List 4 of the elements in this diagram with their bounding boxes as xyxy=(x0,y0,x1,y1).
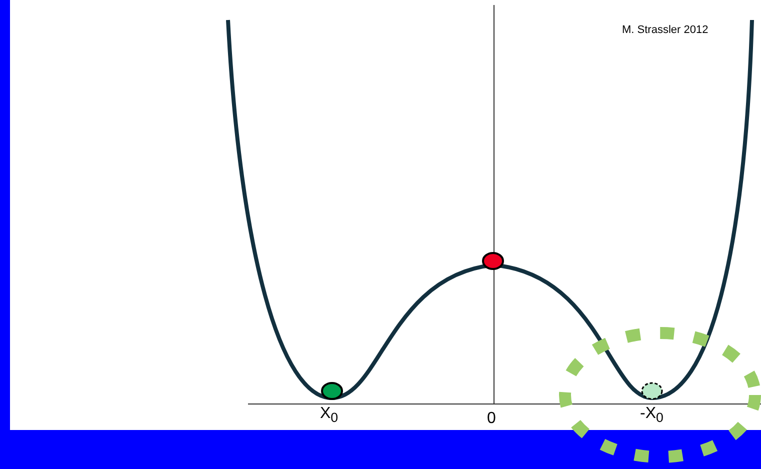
credit-text: M. Strassler 2012 xyxy=(622,24,708,36)
axis-label: 0 xyxy=(487,410,496,428)
axis-label: X$_{0}$ xyxy=(320,405,338,426)
axis-label: -X$_{0}$ xyxy=(640,405,664,426)
